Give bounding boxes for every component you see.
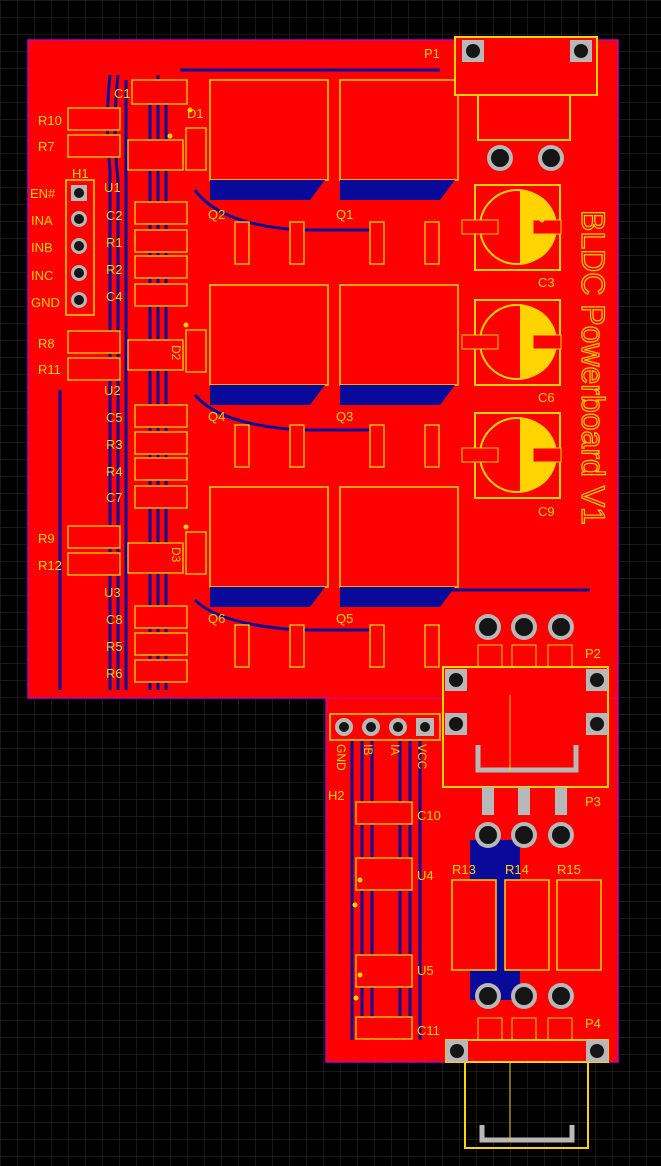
label-h1: H1 bbox=[72, 166, 89, 181]
label-r9: R9 bbox=[38, 531, 55, 546]
label-u5: U5 bbox=[417, 963, 434, 978]
header-h1 bbox=[65, 179, 95, 316]
board-outline bbox=[27, 39, 619, 1063]
capacitor-c6 bbox=[461, 299, 562, 386]
label-p3: P3 bbox=[585, 794, 601, 809]
label-d3: D3 bbox=[169, 547, 183, 563]
label-vcc: VCC bbox=[415, 744, 429, 770]
mosfet-tab-shadows bbox=[210, 180, 455, 607]
label-q1: Q1 bbox=[336, 207, 353, 222]
label-r6: R6 bbox=[106, 666, 123, 681]
label-c5: C5 bbox=[106, 410, 123, 425]
label-q4: Q4 bbox=[208, 409, 225, 424]
silkscreen-labels: P1 C1 D1 R10 R7 H1 U1 EN# INA INB INC GN… bbox=[30, 46, 601, 1038]
label-r3: R3 bbox=[106, 437, 123, 452]
capacitor-c9 bbox=[461, 412, 562, 499]
label-r2: R2 bbox=[106, 262, 123, 277]
label-ib: IB bbox=[361, 744, 375, 755]
label-r11: R11 bbox=[38, 362, 61, 377]
label-c7: C7 bbox=[106, 490, 123, 505]
label-u3: U3 bbox=[104, 585, 121, 600]
smd-pads-lower bbox=[355, 801, 413, 1040]
label-c2: C2 bbox=[106, 208, 123, 223]
label-ina: INA bbox=[31, 213, 53, 228]
label-p4: P4 bbox=[585, 1016, 601, 1031]
label-en: EN# bbox=[30, 186, 56, 201]
label-gnd-h1: GND bbox=[31, 295, 60, 310]
label-u2: U2 bbox=[104, 383, 121, 398]
label-r1: R1 bbox=[106, 235, 123, 250]
driver-ics bbox=[127, 127, 207, 575]
board-title: BLDC Powerboard V1 bbox=[575, 210, 611, 525]
label-r13: R13 bbox=[452, 862, 476, 877]
label-r15: R15 bbox=[557, 862, 581, 877]
label-u1: U1 bbox=[104, 180, 121, 195]
header-h2 bbox=[329, 713, 441, 741]
label-inb: INB bbox=[31, 240, 53, 255]
label-inc: INC bbox=[31, 268, 53, 283]
label-r12: R12 bbox=[38, 558, 62, 573]
smd-pads-left bbox=[67, 79, 188, 683]
label-d2: D2 bbox=[169, 345, 183, 361]
label-p2: P2 bbox=[585, 646, 601, 661]
label-c4: C4 bbox=[106, 289, 123, 304]
shunt-resistors bbox=[451, 879, 602, 971]
label-r14: R14 bbox=[505, 862, 529, 877]
mosfet-leads bbox=[234, 221, 440, 668]
label-r4: R4 bbox=[106, 464, 123, 479]
label-d1: D1 bbox=[187, 106, 204, 121]
connector-p2-p3 bbox=[442, 614, 609, 848]
label-c10: C10 bbox=[417, 808, 441, 823]
label-ia: IA bbox=[388, 744, 402, 755]
label-q3: Q3 bbox=[336, 409, 353, 424]
label-r5: R5 bbox=[106, 639, 123, 654]
label-c11: C11 bbox=[417, 1023, 440, 1038]
vias bbox=[167, 107, 545, 1001]
label-c8: C8 bbox=[106, 612, 123, 627]
label-q5: Q5 bbox=[336, 611, 353, 626]
label-c6: C6 bbox=[538, 390, 555, 405]
label-h2: H2 bbox=[328, 788, 345, 803]
label-r10: R10 bbox=[38, 113, 62, 128]
label-r7: R7 bbox=[38, 139, 55, 154]
connector-p4 bbox=[445, 983, 609, 1149]
label-c1: C1 bbox=[114, 86, 131, 101]
capacitor-c3 bbox=[461, 184, 562, 271]
label-q2: Q2 bbox=[208, 207, 225, 222]
label-q6: Q6 bbox=[208, 611, 225, 626]
label-c9: C9 bbox=[538, 504, 555, 519]
label-p1: P1 bbox=[424, 46, 440, 61]
label-c3: C3 bbox=[538, 275, 555, 290]
label-r8: R8 bbox=[38, 336, 55, 351]
connector-p1 bbox=[454, 36, 598, 171]
label-u4: U4 bbox=[417, 868, 434, 883]
label-gnd-h2: GND bbox=[334, 744, 348, 771]
